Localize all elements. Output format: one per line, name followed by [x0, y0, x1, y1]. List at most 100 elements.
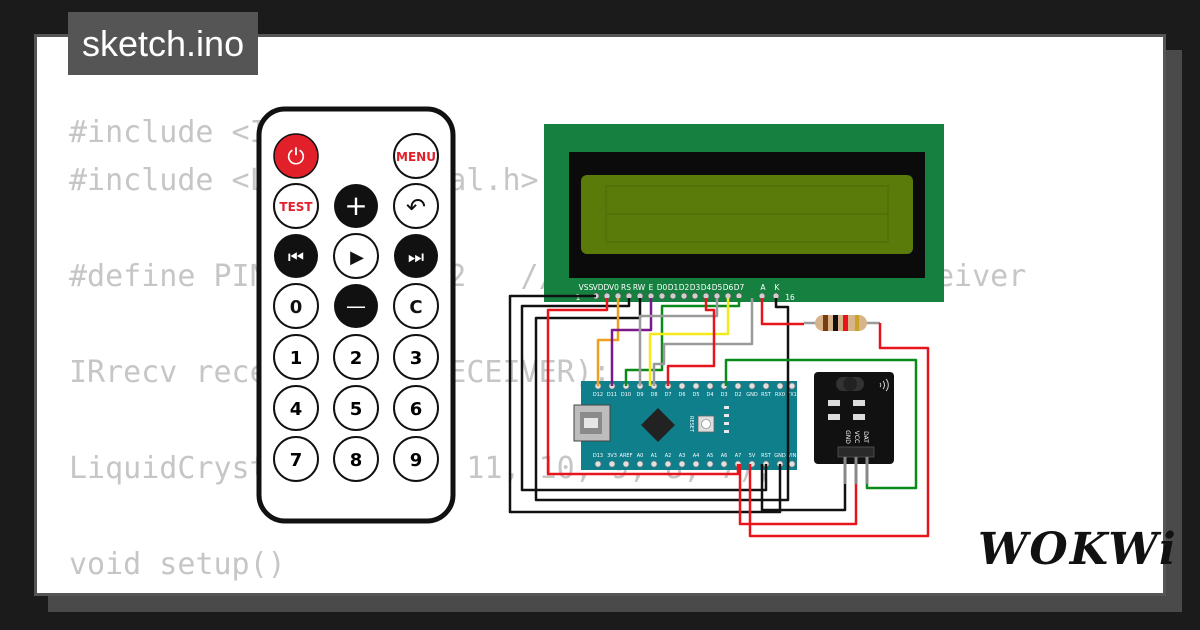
play-button[interactable]: ▶	[333, 233, 379, 279]
clear-label: C	[409, 297, 422, 318]
arduino-pin-label: D7	[664, 392, 671, 398]
resistor[interactable]	[804, 315, 880, 331]
digit-1-button[interactable]: 1	[273, 334, 319, 380]
menu-button-label: MENU	[396, 150, 436, 164]
arduino-pin-label: D9	[636, 392, 643, 398]
arduino-pin-label: 3V3	[607, 453, 617, 459]
smd-components	[828, 400, 865, 420]
reset-label: RESET	[688, 416, 694, 433]
lcd-pin-label: RS	[621, 283, 631, 292]
arduino-pin-label: RX0	[775, 392, 785, 398]
arduino-pin-label: D11	[607, 392, 617, 398]
arduino-pin-label: A0	[637, 453, 644, 459]
minus-icon: —	[346, 294, 366, 318]
arduino-pin-label: RST	[761, 453, 772, 459]
back-button[interactable]: ↶	[393, 183, 439, 229]
minus-button[interactable]: —	[334, 284, 378, 328]
play-icon: ▶	[350, 247, 364, 268]
digit-9-button[interactable]: 9	[393, 436, 439, 482]
next-icon: ⏭	[408, 247, 424, 268]
test-button-label: TEST	[279, 200, 313, 214]
menu-button[interactable]: MENU	[393, 133, 439, 179]
digit-7-button[interactable]: 7	[273, 436, 319, 482]
wires	[508, 294, 930, 538]
arduino-pin-label: 5V	[749, 453, 756, 459]
reset-button[interactable]	[697, 415, 715, 433]
lcd-pin-label: VDD	[593, 283, 610, 292]
arduino-pin-label: D10	[621, 392, 631, 398]
arduino-pin-label: D13	[593, 453, 603, 459]
usb-connector-icon	[573, 404, 611, 442]
code-line: void setup()	[69, 547, 286, 582]
plus-icon: +	[344, 189, 367, 222]
microcontroller-chip	[641, 408, 675, 442]
arduino-pin-label: A6	[721, 453, 728, 459]
digit-5-button[interactable]: 5	[333, 385, 379, 431]
ir-pin-label: GND	[844, 430, 851, 444]
next-button[interactable]: ⏭	[394, 234, 438, 278]
digit-label: 8	[350, 450, 363, 471]
arduino-pin-label: A2	[665, 453, 672, 459]
digit-3-button[interactable]: 3	[393, 334, 439, 380]
lcd-pin-label: D0	[657, 283, 668, 292]
ir-pin-label: VCC	[853, 431, 860, 443]
signal-wave-icon	[879, 378, 889, 392]
lcd-pin-label: D1	[668, 283, 679, 292]
lcd-pin-label: D5	[712, 283, 723, 292]
digit-label: 7	[290, 450, 303, 471]
arduino-pin-label: D12	[593, 392, 603, 398]
lcd-pin-label: D2	[679, 283, 690, 292]
lcd-pin-label: V0	[609, 283, 619, 292]
digit-label: 4	[290, 399, 303, 420]
previous-button[interactable]: ⏮	[274, 234, 318, 278]
digit-label: 5	[350, 399, 363, 420]
arduino-bottom-header	[594, 460, 796, 468]
test-button[interactable]: TEST	[273, 183, 319, 229]
ir-remote: ⏻ MENU TEST + ↶ ⏮ ▶	[256, 106, 456, 524]
digit-label: 2	[350, 348, 363, 369]
digit-label: 6	[410, 399, 423, 420]
lcd-pin-header: VSS VDD V0 RS RW E D0 D1 D2 D3 D4 D5 D6 …	[576, 283, 795, 302]
previous-icon: ⏮	[288, 247, 304, 268]
digit-0-button[interactable]: 0	[273, 283, 319, 329]
lcd-display[interactable]: VSS VDD V0 RS RW E D0 D1 D2 D3 D4 D5 D6 …	[544, 124, 944, 302]
digit-label: 1	[290, 348, 303, 369]
ir-pin-label: DAT	[862, 431, 869, 443]
back-icon: ↶	[406, 193, 426, 221]
lcd-pin-label: D4	[701, 283, 712, 292]
arduino-pin-label: D6	[678, 392, 685, 398]
arduino-pin-label: VIN	[788, 453, 797, 459]
arduino-pin-label: A4	[693, 453, 700, 459]
digit-label: 9	[410, 450, 423, 471]
arduino-pin-label: GND	[774, 453, 786, 459]
arduino-pin-label: GND	[746, 392, 758, 398]
lcd-pin-label: D7	[734, 283, 745, 292]
power-button[interactable]: ⏻	[273, 133, 319, 179]
arduino-nano[interactable]: D12 D11 D10 D9 D8 D7 D6 D5 D4 D3 D2 GND …	[573, 381, 797, 470]
arduino-pin-label: A3	[679, 453, 686, 459]
arduino-pin-label: A7	[735, 453, 742, 459]
digit-label: 3	[410, 348, 423, 369]
clear-button[interactable]: C	[393, 283, 439, 329]
lcd-pin-label: K	[775, 283, 781, 292]
lcd-pin-label: RW	[633, 283, 646, 292]
arduino-pin-label: A1	[651, 453, 658, 459]
arduino-pin-label: A5	[707, 453, 714, 459]
arduino-pin-label: TX1	[786, 392, 797, 398]
ir-receiver-module[interactable]: GND VCC DAT	[814, 372, 894, 484]
lcd-pin-label: D6	[723, 283, 734, 292]
digit-2-button[interactable]: 2	[333, 334, 379, 380]
lcd-pin-label: VSS	[579, 283, 594, 292]
plus-button[interactable]: +	[334, 184, 378, 228]
digit-4-button[interactable]: 4	[273, 385, 319, 431]
wokwi-logo: WOKWi	[978, 524, 1178, 575]
digit-8-button[interactable]: 8	[333, 436, 379, 482]
file-tab[interactable]: sketch.ino	[68, 12, 259, 75]
digit-6-button[interactable]: 6	[393, 385, 439, 431]
power-icon: ⏻	[287, 145, 304, 170]
status-leds	[724, 406, 729, 433]
arduino-pin-label: D5	[692, 392, 699, 398]
lcd-pin-label: E	[649, 283, 654, 292]
arduino-pin-label: RST	[761, 392, 772, 398]
